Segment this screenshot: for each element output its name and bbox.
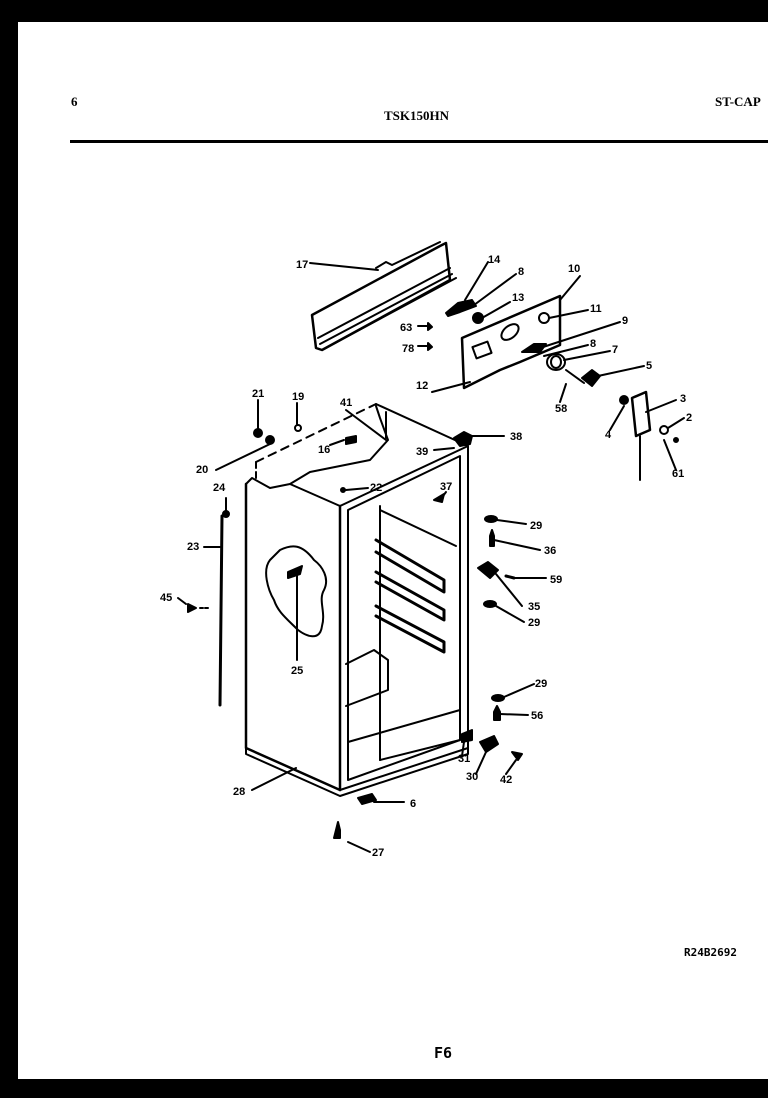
callout-16: 16	[318, 444, 330, 456]
callout-59: 59	[550, 574, 562, 586]
section-code: ST-CAP	[715, 94, 761, 109]
callout-35: 35	[528, 601, 540, 613]
model-number: TSK150HN	[384, 108, 450, 123]
callout-37: 37	[440, 481, 452, 493]
callout-63: 63	[400, 322, 412, 334]
callout-25: 25	[291, 665, 303, 677]
right-hinge-assembly	[609, 390, 685, 481]
callout-61: 61	[672, 468, 684, 480]
top-rail-part	[309, 241, 457, 352]
callout-5: 5	[646, 360, 652, 372]
callout-7: 7	[612, 344, 618, 356]
callout-58: 58	[555, 403, 567, 415]
callout-28: 28	[233, 786, 245, 798]
callout-3: 3	[680, 393, 686, 405]
right-loose-parts	[461, 515, 547, 775]
cabinet-body	[215, 399, 505, 797]
callout-13: 13	[512, 292, 524, 304]
callout-19: 19	[292, 391, 304, 403]
callout-27: 27	[372, 847, 384, 859]
callout-21: 21	[252, 388, 264, 400]
drawing-number: R24B2692	[684, 946, 737, 959]
callout-22: 22	[370, 482, 382, 494]
callout-45: 45	[160, 592, 172, 604]
callout-14: 14	[488, 254, 501, 266]
figure-code: F6	[434, 1044, 453, 1062]
callout-4: 4	[605, 429, 612, 441]
drain-tube-part	[177, 497, 230, 707]
callout-36: 36	[544, 545, 556, 557]
callout-56: 56	[531, 710, 543, 722]
callout-8: 8	[518, 266, 524, 278]
callout-8b: 8	[590, 338, 596, 350]
control-panel-part	[431, 275, 645, 403]
callout-30: 30	[466, 771, 478, 783]
callout-17: 17	[296, 259, 308, 271]
header-rule	[70, 140, 768, 143]
callout-9: 9	[622, 315, 628, 327]
callout-29a: 29	[530, 520, 542, 532]
upper-hinge-parts	[417, 261, 517, 351]
shelf-rails	[374, 538, 446, 654]
callout-labels: 17 14 8 10 13 11 63 9 78 8 7 5 12 58 3 2…	[160, 254, 692, 859]
callout-39: 39	[416, 446, 428, 458]
bottom-parts	[251, 767, 405, 853]
callout-2: 2	[686, 412, 692, 424]
callout-23: 23	[187, 541, 199, 553]
callout-42: 42	[500, 774, 512, 786]
callout-31: 31	[458, 753, 470, 765]
callout-29b: 29	[528, 617, 540, 629]
callout-41: 41	[340, 397, 352, 409]
callout-24: 24	[213, 482, 226, 494]
callout-78: 78	[402, 343, 414, 355]
page-number: 6	[71, 94, 78, 109]
callout-6: 6	[410, 798, 416, 810]
callout-38: 38	[510, 431, 522, 443]
callout-12: 12	[416, 380, 428, 392]
callout-10: 10	[568, 263, 580, 275]
callout-11: 11	[590, 303, 602, 315]
callout-29c: 29	[535, 678, 547, 690]
callout-20: 20	[196, 464, 208, 476]
